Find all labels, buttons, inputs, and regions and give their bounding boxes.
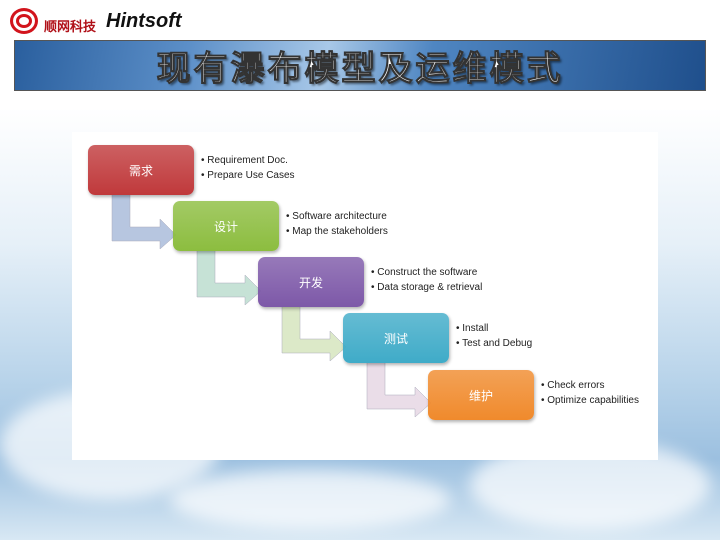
bullet-item: • Test and Debug <box>456 338 533 349</box>
bullet-item: • Check errors <box>541 380 605 391</box>
bullet-item: • Requirement Doc. <box>201 155 288 166</box>
bullet-item: • Optimize capabilities <box>541 395 639 406</box>
step-bullets: • Requirement Doc. • Prepare Use Cases <box>201 153 295 183</box>
step-requirements: 需求 <box>88 145 194 195</box>
step-design: 设计 <box>173 201 279 251</box>
step-testing: 测试 <box>343 313 449 363</box>
step-development: 开发 <box>258 257 364 307</box>
step-maintenance: 维护 <box>428 370 534 420</box>
flow-arrow <box>366 361 432 418</box>
bullet-item: • Install <box>456 323 489 334</box>
page-title: 现有瀑布模型及运维模式 <box>156 49 564 90</box>
step-bullets: • Install • Test and Debug <box>456 321 532 351</box>
step-bullets: • Software architecture • Map the stakeho… <box>286 209 388 239</box>
title-banner: 现有瀑布模型及运维模式 <box>14 40 706 91</box>
logo-swirl-icon <box>10 8 38 34</box>
step-bullets: • Check errors • Optimize capabilities <box>541 378 639 408</box>
bullet-item: • Construct the software <box>371 267 478 278</box>
step-bullets: • Construct the software • Data storage &… <box>371 265 482 295</box>
bullet-item: • Prepare Use Cases <box>201 170 295 181</box>
bullet-item: • Map the stakeholders <box>286 226 388 237</box>
cloud <box>170 470 450 530</box>
flow-arrow <box>196 249 262 306</box>
bullet-item: • Software architecture <box>286 211 387 222</box>
company-logo: 顺网科技 Hintsoft <box>10 7 182 35</box>
waterfall-diagram: 需求 • Requirement Doc. • Prepare Use Cases 设… <box>72 132 658 460</box>
logo-cn-name: 顺网科技 <box>44 19 97 35</box>
flow-arrow <box>281 305 347 362</box>
bullet-item: • Data storage & retrieval <box>371 282 483 293</box>
logo-brand: Hintsoft <box>106 9 182 32</box>
flow-arrow <box>111 193 177 250</box>
